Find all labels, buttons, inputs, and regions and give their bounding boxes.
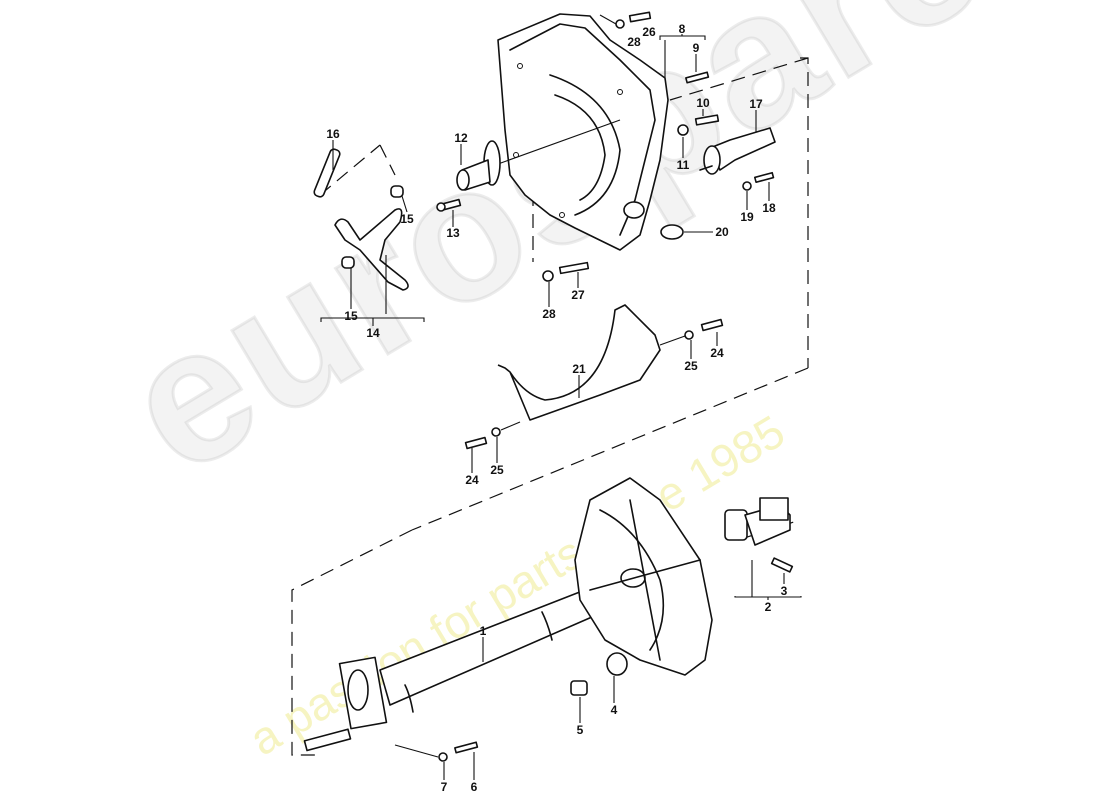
part-21-shield bbox=[497, 304, 661, 421]
callout-11[interactable]: 11 bbox=[676, 158, 690, 172]
part-9-pin bbox=[685, 71, 710, 84]
part-6-bolt bbox=[454, 741, 479, 754]
callout-12[interactable]: 12 bbox=[454, 131, 468, 145]
callout-28-lower[interactable]: 28 bbox=[542, 307, 556, 321]
part-28-washer-b bbox=[542, 270, 554, 282]
part-25-washer-b bbox=[491, 427, 501, 437]
part-7-washer bbox=[438, 752, 448, 762]
part-13-bolt bbox=[436, 198, 462, 212]
transaxle-bell-housing bbox=[574, 477, 713, 676]
part-11-nut bbox=[677, 124, 689, 136]
callout-4[interactable]: 4 bbox=[610, 703, 618, 717]
callout-6[interactable]: 6 bbox=[470, 780, 478, 794]
part-16-pin bbox=[313, 148, 341, 198]
part-12-guide-tube bbox=[456, 140, 501, 191]
part-17-slave-cylinder bbox=[699, 127, 776, 175]
callout-14[interactable]: 14 bbox=[366, 326, 380, 340]
part-20-seal bbox=[660, 224, 684, 240]
callout-5[interactable]: 5 bbox=[576, 723, 584, 737]
callout-26[interactable]: 26 bbox=[642, 25, 656, 39]
part-4-bearing bbox=[606, 652, 628, 676]
part-14-release-fork bbox=[334, 208, 409, 291]
part-3-bolt bbox=[770, 557, 794, 573]
callout-27[interactable]: 27 bbox=[571, 288, 585, 302]
callout-16[interactable]: 16 bbox=[326, 127, 340, 141]
part-10-bolt bbox=[694, 114, 720, 126]
part-28-washer-a bbox=[615, 19, 625, 29]
callout-19[interactable]: 19 bbox=[740, 210, 754, 224]
bell-housing bbox=[497, 13, 669, 251]
part-24-bolt-a bbox=[700, 318, 724, 332]
callout-25-lower[interactable]: 25 bbox=[490, 463, 504, 477]
callout-17[interactable]: 17 bbox=[749, 97, 763, 111]
callout-13[interactable]: 13 bbox=[446, 226, 460, 240]
callout-15-upper[interactable]: 15 bbox=[400, 212, 414, 226]
part-19-washer bbox=[742, 181, 752, 191]
part-25-washer-a bbox=[684, 330, 694, 340]
callout-20[interactable]: 20 bbox=[715, 225, 729, 239]
callout-18[interactable]: 18 bbox=[762, 201, 776, 215]
callout-1[interactable]: 1 bbox=[479, 624, 487, 638]
callout-2[interactable]: 2 bbox=[764, 600, 772, 614]
callout-10[interactable]: 10 bbox=[696, 96, 710, 110]
callout-25-upper[interactable]: 25 bbox=[684, 359, 698, 373]
callout-7[interactable]: 7 bbox=[440, 780, 448, 794]
part-2-bracket bbox=[724, 497, 791, 546]
part-24-bolt-b bbox=[464, 436, 488, 450]
part-15-bushing-b bbox=[341, 256, 355, 269]
part-18-bolt bbox=[753, 171, 775, 184]
callout-28-upper[interactable]: 28 bbox=[627, 35, 641, 49]
callout-15-lower[interactable]: 15 bbox=[344, 309, 358, 323]
callout-8[interactable]: 8 bbox=[678, 22, 686, 36]
part-1-central-tube bbox=[303, 587, 609, 752]
part-15-bushing-a bbox=[390, 185, 404, 198]
callout-24-upper[interactable]: 24 bbox=[710, 346, 724, 360]
part-27-bolt bbox=[558, 261, 590, 275]
part-5-plug bbox=[570, 680, 588, 696]
callout-3[interactable]: 3 bbox=[780, 584, 788, 598]
callout-24-lower[interactable]: 24 bbox=[465, 473, 479, 487]
part-26-bolt bbox=[628, 11, 652, 23]
callout-21[interactable]: 21 bbox=[572, 362, 586, 376]
callout-9[interactable]: 9 bbox=[692, 41, 700, 55]
